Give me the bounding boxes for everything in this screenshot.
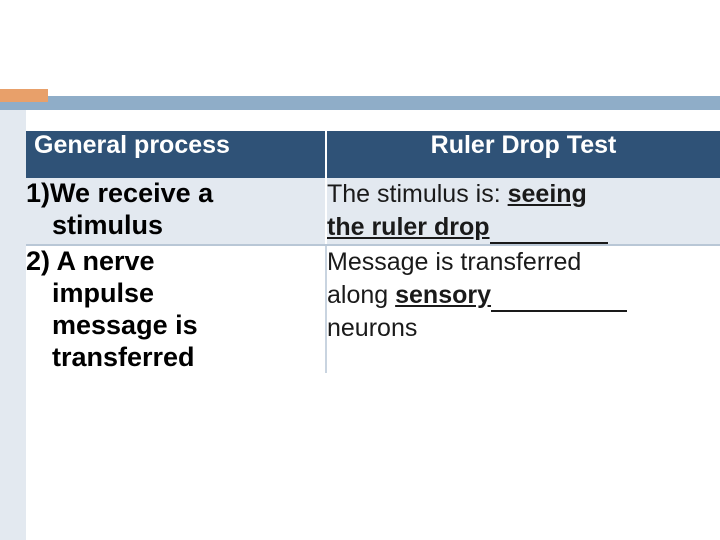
content-table-wrapper: General process Ruler Drop Test 1)We rec…: [26, 131, 720, 374]
row2-right-answer1: sensory: [395, 281, 492, 309]
divider-left: [26, 244, 326, 246]
row1-left-line1: We receive a: [50, 178, 214, 208]
row1-right-prefix: The stimulus is:: [327, 180, 501, 208]
row1-number: 1): [26, 178, 51, 208]
row1-right-text: The stimulus is: seeing the ruler drop: [327, 178, 720, 244]
row1-right-answer1: seeing: [507, 180, 587, 208]
row2-left-line4: transferred: [52, 341, 195, 372]
table-row: 2) A nerve impulse message is transferre…: [26, 246, 720, 374]
row2-right-line2-prefix: along: [327, 281, 389, 309]
table-header-ruler-drop-test: Ruler Drop Test: [325, 131, 720, 178]
decorative-top-blue-bar: [0, 96, 720, 110]
row1-right-cell: The stimulus is: seeing the ruler drop: [325, 178, 720, 244]
row1-right-blank-line: [489, 213, 608, 244]
row2-number: 2): [26, 246, 51, 276]
row2-left-text: 2) A nerve impulse message is transferre…: [26, 246, 325, 373]
table-header-row: General process Ruler Drop Test: [26, 131, 720, 178]
table-header-general-process: General process: [26, 131, 326, 178]
decorative-top-orange-bar: [0, 89, 48, 102]
row1-left-line2: stimulus: [52, 209, 164, 240]
row1-left-text: 1)We receive a stimulus: [26, 178, 325, 242]
row1-left-cell: 1)We receive a stimulus: [26, 178, 326, 244]
row1-right-answer2: the ruler drop: [327, 213, 490, 241]
row2-right-text: Message is transferred along sensory neu…: [327, 246, 720, 345]
table-row-divider: [26, 244, 720, 246]
divider-right: [326, 244, 720, 246]
row2-right-prefix: Message is transferred: [327, 248, 582, 276]
row2-left-line1: A nerve: [56, 246, 155, 276]
comparison-table: General process Ruler Drop Test 1)We rec…: [26, 131, 720, 374]
table-row: 1)We receive a stimulus The stimulus is:…: [26, 178, 720, 244]
row2-left-cell: 2) A nerve impulse message is transferre…: [26, 246, 326, 374]
row2-left-line3: message is: [52, 309, 198, 340]
row2-right-blank-line: [491, 281, 628, 312]
row2-right-cell: Message is transferred along sensory neu…: [325, 246, 720, 374]
row2-right-line3: neurons: [327, 314, 418, 342]
row2-left-line2: impulse: [52, 277, 155, 308]
decorative-left-strip: [0, 110, 26, 540]
